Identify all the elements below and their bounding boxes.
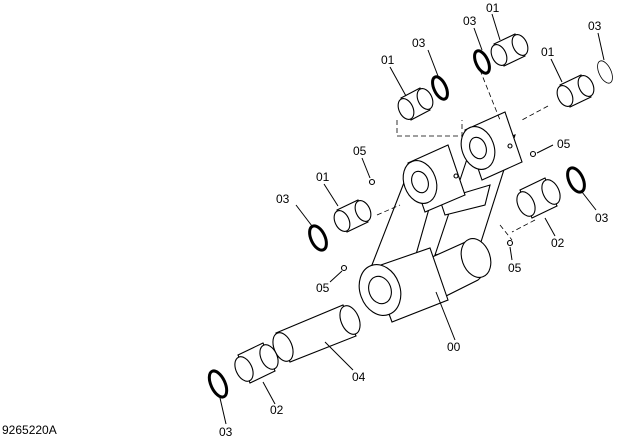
callout-04: 04 — [352, 370, 366, 384]
bushing-01-left — [333, 199, 372, 233]
leader-lines — [219, 13, 605, 425]
pin-04 — [272, 304, 361, 363]
callout-labels: 01 03 03 01 01 03 05 05 01 03 03 02 05 0… — [219, 1, 609, 439]
callout-03: 03 — [219, 425, 233, 439]
callout-02: 02 — [551, 236, 565, 250]
callout-01: 01 — [316, 170, 330, 184]
callout-00: 00 — [447, 340, 461, 354]
callout-03: 03 — [463, 14, 477, 28]
bushing-01-top-right — [490, 33, 529, 67]
o-ring-03-top-middle — [473, 49, 491, 75]
o-ring-03-right — [566, 166, 586, 194]
link-assembly — [340, 111, 537, 323]
callout-03: 03 — [276, 192, 290, 206]
o-ring-03-top-left — [431, 75, 449, 101]
callout-05: 05 — [316, 281, 330, 295]
o-ring-03-left — [308, 224, 328, 252]
drawing-code: 9265220A — [2, 423, 57, 437]
alignment-lines — [376, 69, 549, 241]
callout-05: 05 — [508, 261, 522, 275]
bushing-01-right — [556, 74, 595, 108]
callout-01: 01 — [541, 45, 555, 59]
callout-03: 03 — [588, 19, 602, 33]
o-ring-03-top-right — [597, 60, 613, 84]
callout-03: 03 — [595, 211, 609, 225]
callout-02: 02 — [270, 403, 284, 417]
bushing-02-right — [516, 177, 561, 219]
bushing-01-top-left — [397, 87, 434, 121]
callout-01: 01 — [486, 1, 500, 15]
callout-05: 05 — [557, 137, 571, 151]
bushing-02-bottom — [234, 342, 279, 384]
o-ring-03-bottom — [207, 369, 229, 399]
callout-03: 03 — [412, 36, 426, 50]
callout-01: 01 — [381, 53, 395, 67]
callout-05: 05 — [353, 144, 367, 158]
